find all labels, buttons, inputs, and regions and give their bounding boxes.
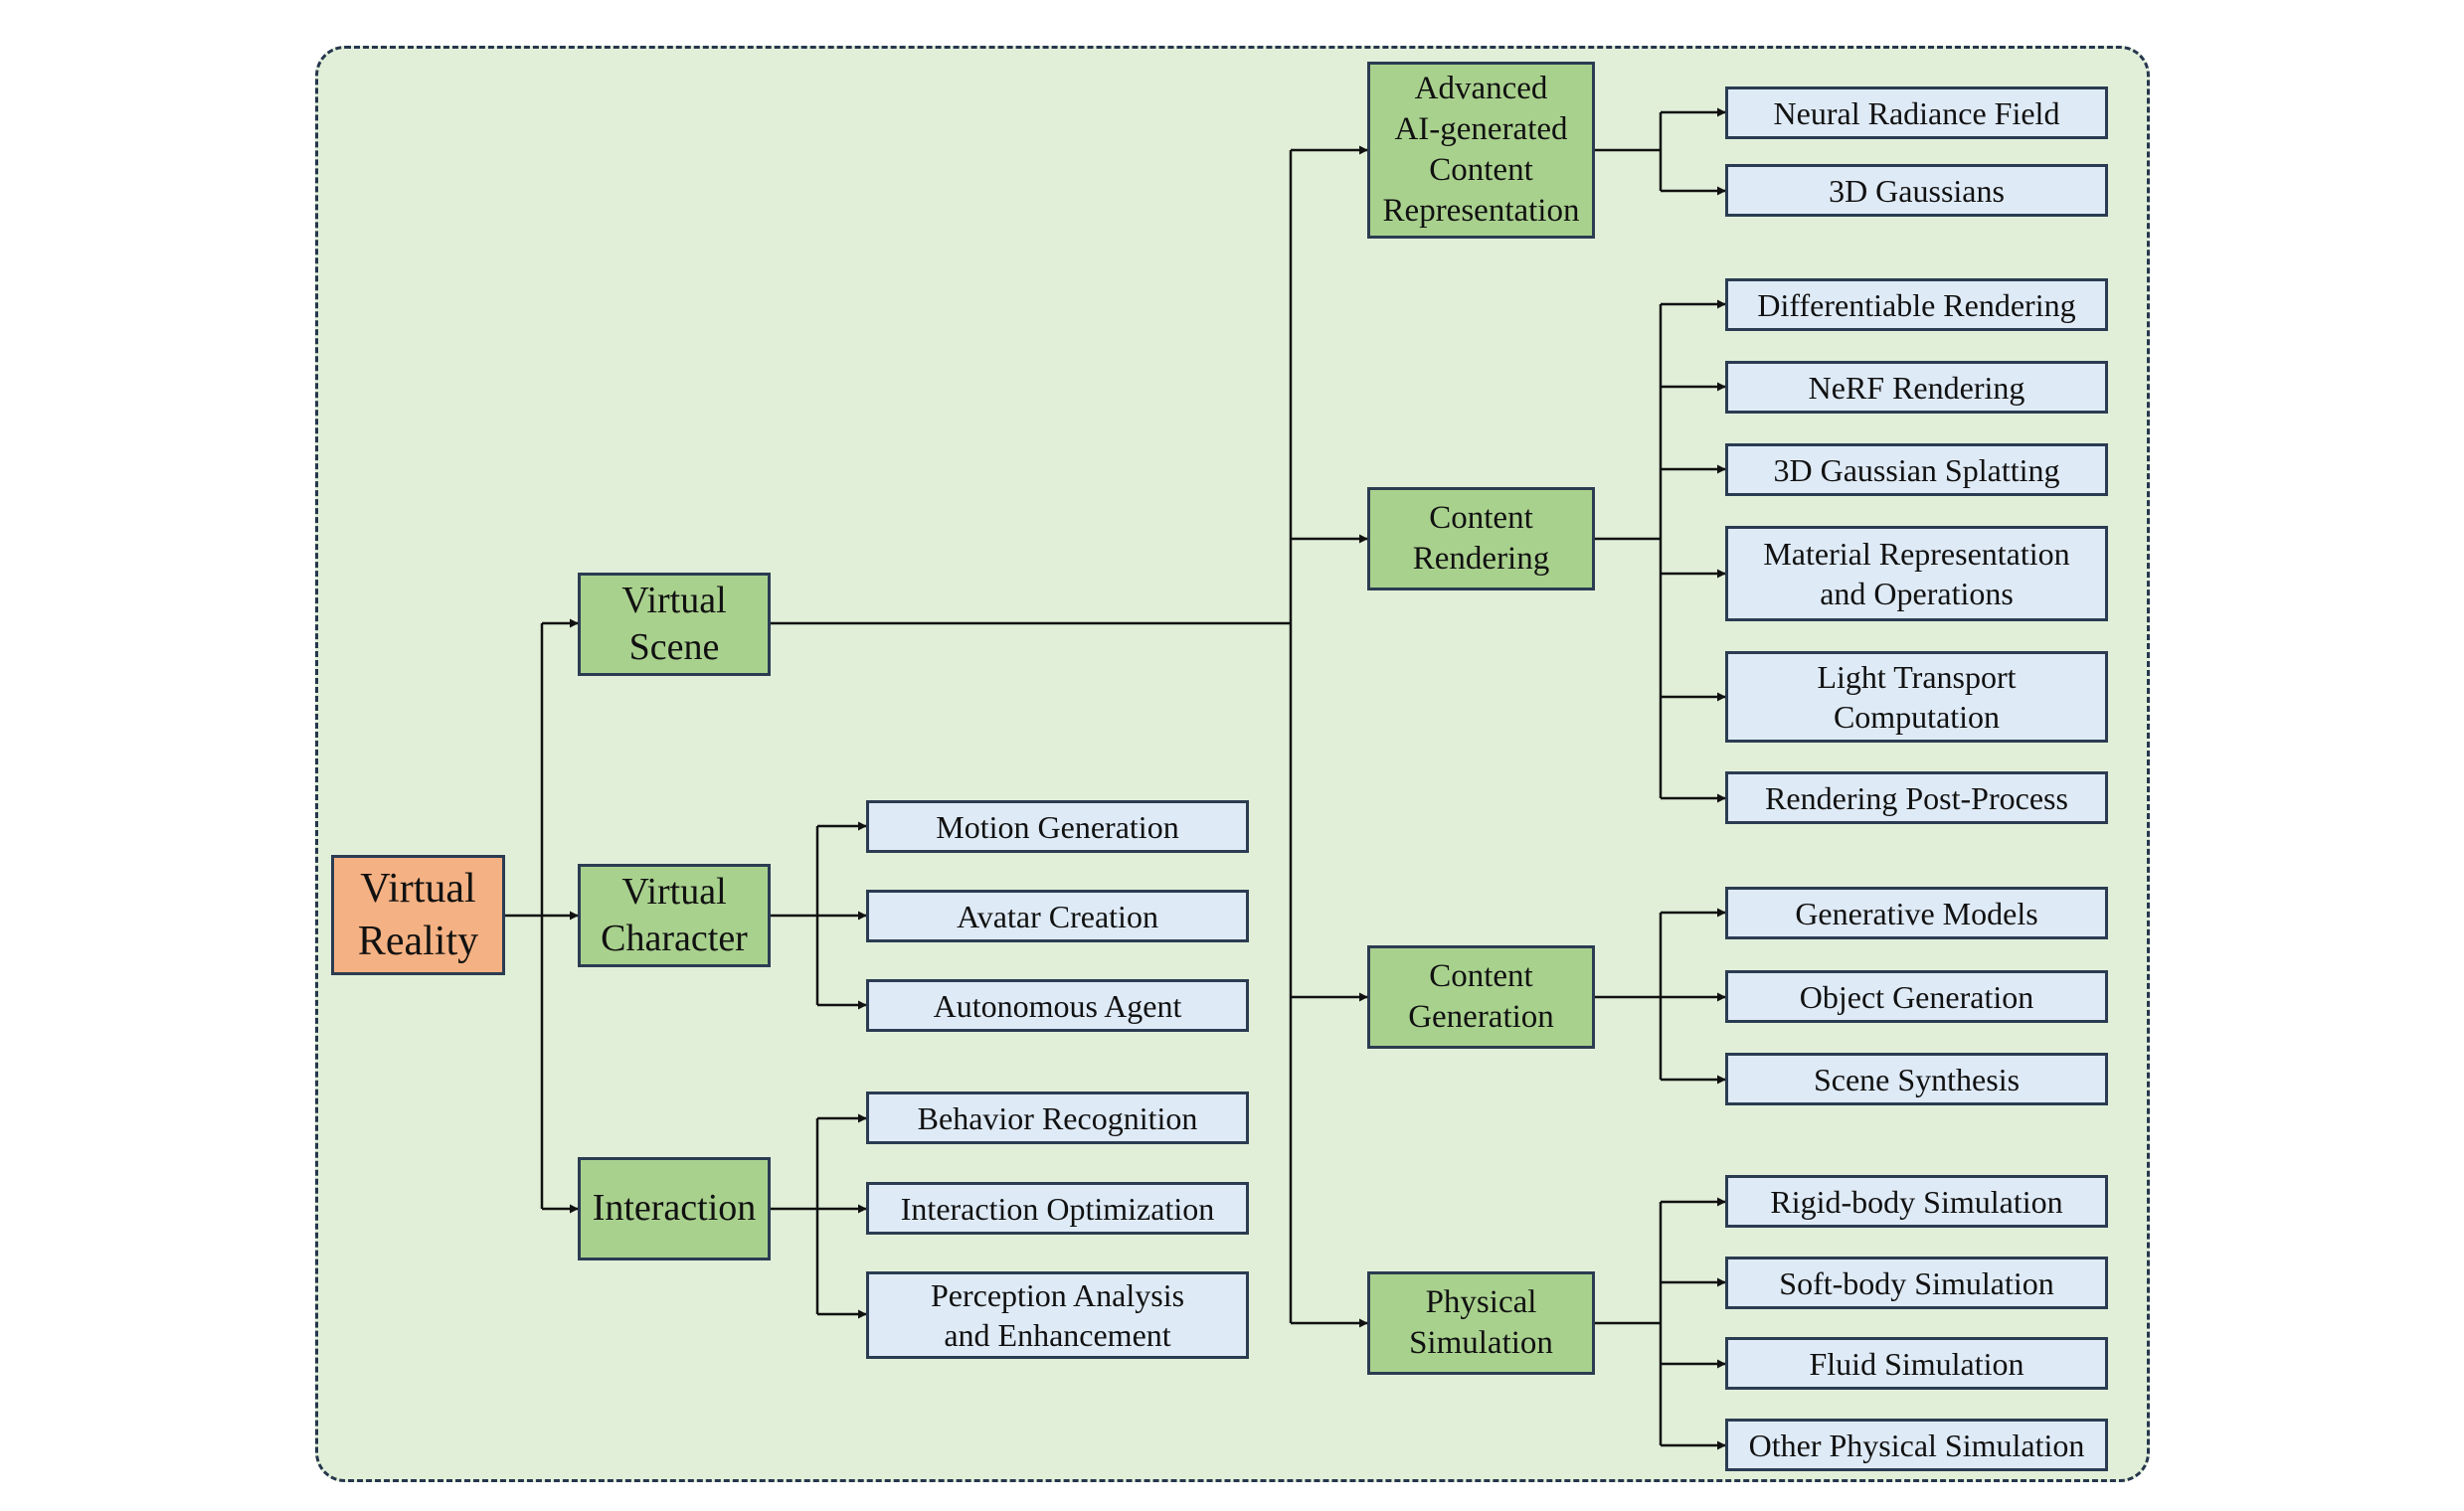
- node-virtual-scene: Virtual Scene: [578, 573, 771, 676]
- connector-generation-trunk: [1595, 913, 1663, 1080]
- node-differentiable-rendering: Differentiable Rendering: [1725, 278, 2108, 331]
- node-scene-synthesis: Scene Synthesis: [1725, 1053, 2108, 1105]
- node-generative-models: Generative Models: [1725, 887, 2108, 939]
- node-content-generation: Content Generation: [1367, 945, 1595, 1049]
- node-motion-generation: Motion Generation: [866, 800, 1249, 853]
- node-other-physical-simulation: Other Physical Simulation: [1725, 1419, 2108, 1471]
- node-light-transport: Light Transport Computation: [1725, 651, 2108, 743]
- node-advanced-ai-content-representation: Advanced AI-generated Content Representa…: [1367, 62, 1595, 239]
- node-3d-gaussians: 3D Gaussians: [1725, 164, 2108, 217]
- connector-representation-trunk: [1595, 112, 1663, 191]
- node-fluid-simulation: Fluid Simulation: [1725, 1337, 2108, 1390]
- node-3d-gaussian-splatting: 3D Gaussian Splatting: [1725, 443, 2108, 496]
- node-interaction-optimization: Interaction Optimization: [866, 1182, 1249, 1235]
- node-autonomous-agent: Autonomous Agent: [866, 979, 1249, 1032]
- connector-character-trunk: [771, 826, 819, 1005]
- connector-root-trunk: [505, 623, 544, 1209]
- node-rendering-post-process: Rendering Post-Process: [1725, 771, 2108, 824]
- node-interaction: Interaction: [578, 1157, 771, 1260]
- node-virtual-character: Virtual Character: [578, 864, 771, 967]
- node-neural-radiance-field: Neural Radiance Field: [1725, 86, 2108, 139]
- node-behavior-recognition: Behavior Recognition: [866, 1091, 1249, 1144]
- connector-rendering-trunk: [1595, 304, 1663, 798]
- node-physical-simulation: Physical Simulation: [1367, 1271, 1595, 1375]
- node-material-representation: Material Representation and Operations: [1725, 526, 2108, 621]
- connector-simulation-trunk: [1595, 1202, 1663, 1445]
- node-content-rendering: Content Rendering: [1367, 487, 1595, 590]
- node-object-generation: Object Generation: [1725, 970, 2108, 1023]
- node-soft-body-simulation: Soft-body Simulation: [1725, 1257, 2108, 1309]
- node-perception-analysis: Perception Analysis and Enhancement: [866, 1271, 1249, 1359]
- node-virtual-reality: Virtual Reality: [331, 855, 505, 975]
- connector-interaction-trunk: [771, 1118, 819, 1314]
- node-avatar-creation: Avatar Creation: [866, 890, 1249, 942]
- connector-scene-trunk: [771, 150, 1293, 1323]
- node-nerf-rendering: NeRF Rendering: [1725, 361, 2108, 414]
- node-rigid-body-simulation: Rigid-body Simulation: [1725, 1175, 2108, 1228]
